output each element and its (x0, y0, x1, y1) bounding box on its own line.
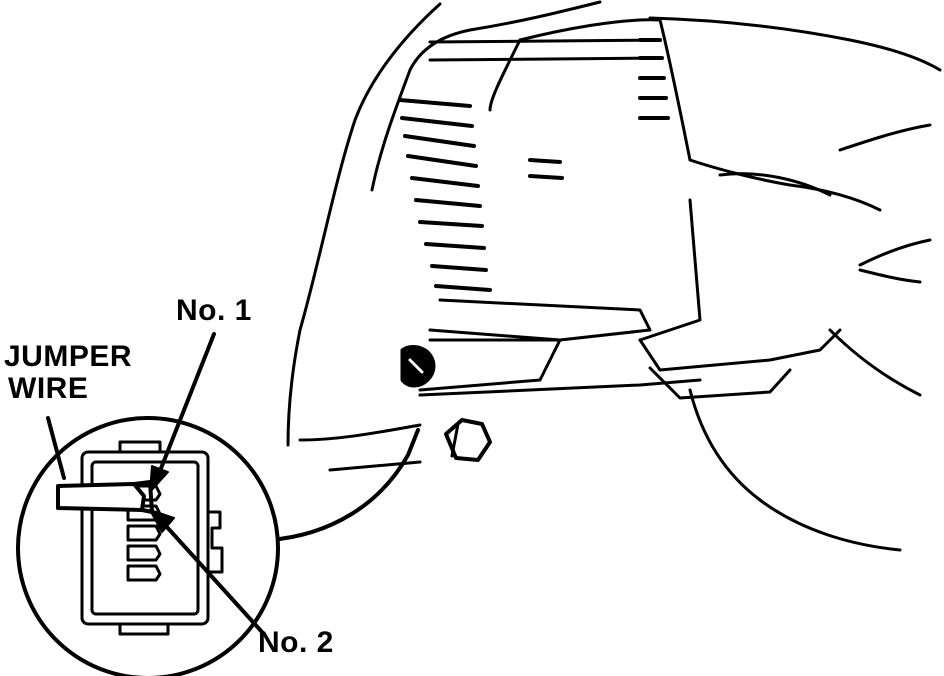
dashboard-illustration (286, 0, 942, 552)
arrow-no1 (149, 332, 216, 493)
jumper-wire (56, 480, 154, 514)
callout-leader (268, 428, 420, 542)
jumper-wire-label-line1: JUMPER (4, 340, 133, 373)
jumper-wire-label-line2: WIRE (8, 372, 89, 405)
arrow-no2 (149, 509, 264, 634)
air-vent-left (398, 98, 492, 292)
jumper-wire-leader (46, 416, 66, 480)
no1-label: No. 1 (176, 294, 252, 327)
no2-label: No. 2 (258, 626, 334, 659)
air-vent-center (528, 38, 670, 180)
